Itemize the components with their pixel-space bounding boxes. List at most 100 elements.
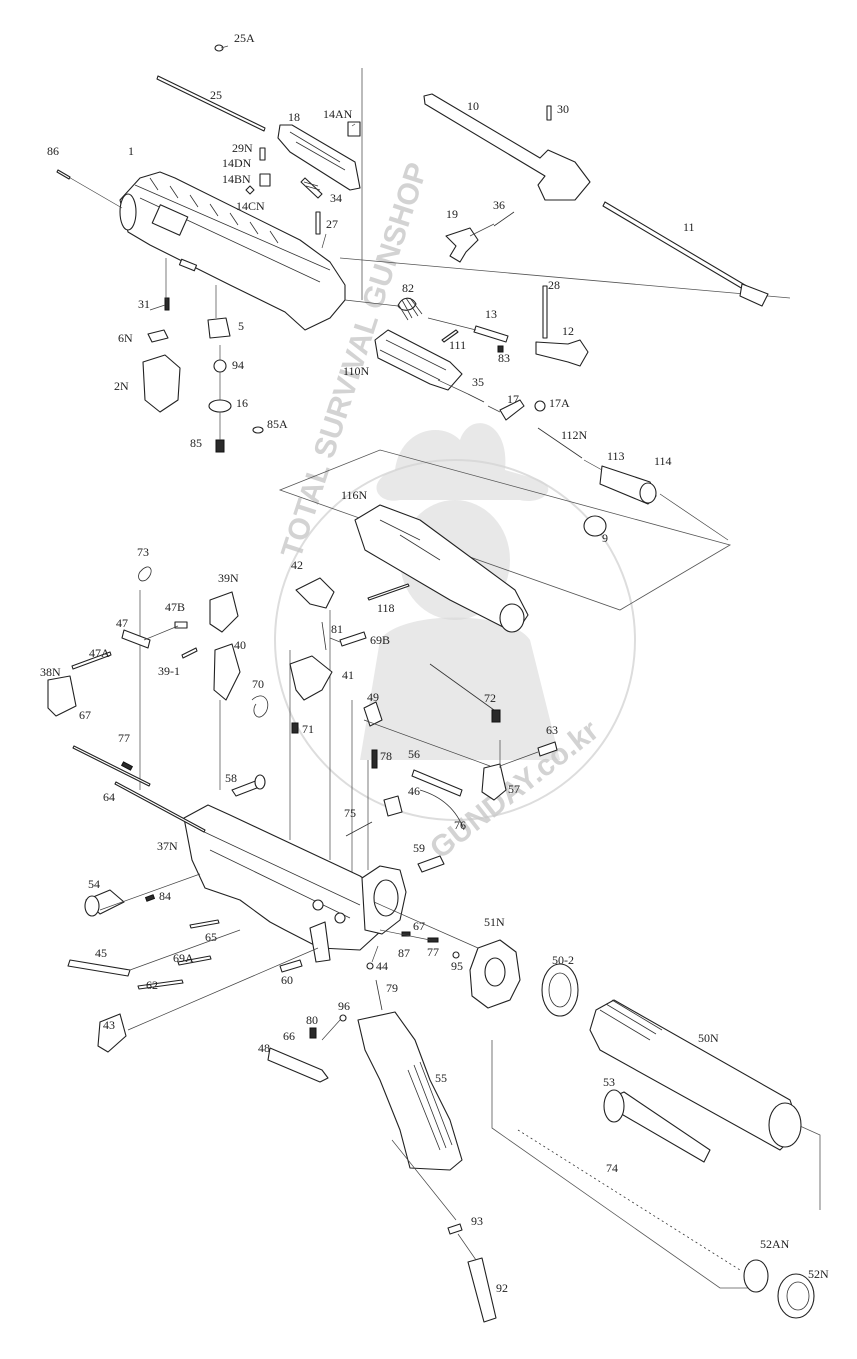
label-part-39-1: 39-1	[158, 664, 180, 678]
pin-69A	[177, 955, 212, 966]
label-part-73: 73	[137, 545, 149, 559]
part-111	[441, 329, 459, 343]
part-labels: 1 2N 5 6N 9 10 11 12 13 14AN 14BN 14CN 1…	[40, 31, 829, 1295]
label-part-29N: 29N	[232, 141, 253, 155]
part-47	[121, 629, 151, 649]
pin-86	[56, 169, 123, 209]
part-38N	[47, 675, 77, 717]
label-part-62: 62	[146, 978, 158, 992]
label-part-67-b: 67	[413, 919, 425, 933]
label-part-47A: 47A	[89, 646, 110, 660]
label-part-92: 92	[496, 1281, 508, 1295]
spring-35	[467, 393, 485, 403]
label-part-39N: 39N	[218, 571, 239, 585]
part-58	[231, 774, 266, 797]
pin-69B	[339, 631, 367, 647]
label-part-58: 58	[225, 771, 237, 785]
part-77b	[427, 937, 439, 943]
label-part-111: 111	[449, 338, 466, 352]
label-part-13: 13	[485, 307, 497, 321]
label-leaders	[99, 45, 729, 1261]
upper-receiver	[119, 171, 346, 331]
label-part-9: 9	[602, 531, 608, 545]
label-part-84: 84	[159, 889, 171, 903]
part-52N	[777, 1273, 815, 1319]
part-57	[481, 763, 507, 801]
label-part-38N: 38N	[40, 665, 61, 679]
label-part-41: 41	[342, 668, 354, 682]
label-part-17A: 17A	[549, 396, 570, 410]
part-6N	[147, 329, 169, 343]
part-43	[97, 1013, 127, 1053]
label-part-43: 43	[103, 1018, 115, 1032]
label-part-65: 65	[205, 930, 217, 944]
part-87	[401, 931, 411, 937]
label-part-94: 94	[232, 358, 244, 372]
label-part-47B: 47B	[165, 600, 185, 614]
label-part-116N: 116N	[341, 488, 368, 502]
label-part-57: 57	[508, 782, 520, 796]
label-part-45: 45	[95, 946, 107, 960]
label-part-110N: 110N	[343, 364, 370, 378]
label-part-70: 70	[252, 677, 264, 691]
label-part-83: 83	[498, 351, 510, 365]
rod-25	[156, 44, 266, 132]
part-31	[164, 297, 170, 311]
pin-47A	[71, 651, 112, 670]
part-42	[295, 577, 335, 609]
label-part-10: 10	[467, 99, 479, 113]
label-part-59: 59	[413, 841, 425, 855]
part-83	[497, 345, 504, 353]
label-part-44: 44	[376, 959, 388, 973]
pin-62	[137, 979, 184, 990]
label-part-53: 53	[603, 1075, 615, 1089]
label-part-118: 118	[377, 601, 395, 615]
label-part-77-a: 77	[118, 731, 130, 745]
part-63	[537, 741, 558, 757]
part-51N	[469, 939, 521, 1009]
spring-73	[138, 566, 152, 582]
part-72-wire	[429, 663, 495, 711]
spring-81	[321, 621, 327, 651]
label-part-50-2: 50-2	[552, 953, 574, 967]
label-part-79: 79	[386, 981, 398, 995]
label-part-55: 55	[435, 1071, 447, 1085]
part-77	[120, 761, 134, 771]
label-part-27: 27	[326, 217, 338, 231]
label-part-35: 35	[472, 375, 484, 389]
part-2N	[142, 354, 181, 413]
buffer-tube-ring	[361, 865, 407, 935]
label-part-86: 86	[47, 144, 59, 158]
label-part-52AN: 52AN	[760, 1237, 790, 1251]
label-part-47: 47	[116, 616, 128, 630]
label-part-16: 16	[236, 396, 248, 410]
spring-112N	[537, 427, 583, 459]
part-44	[366, 962, 374, 970]
lower-receiver-37N	[183, 804, 383, 963]
label-part-75: 75	[344, 806, 356, 820]
spring-78	[371, 749, 378, 769]
label-part-67-a: 67	[79, 708, 91, 722]
screw-85	[215, 439, 225, 453]
label-part-1: 1	[128, 144, 134, 158]
spring-66	[309, 1027, 317, 1039]
label-part-66: 66	[283, 1029, 295, 1043]
part-40	[213, 643, 241, 701]
label-part-78: 78	[380, 749, 392, 763]
label-part-82: 82	[402, 281, 414, 295]
part-46	[383, 795, 403, 817]
pin-65	[189, 919, 220, 929]
part-12	[535, 285, 589, 367]
bolt-carrier-110N	[374, 329, 463, 391]
spring-36	[493, 211, 515, 227]
buffer-tube-50N	[589, 999, 802, 1151]
label-part-113: 113	[607, 449, 625, 463]
label-part-81: 81	[331, 622, 343, 636]
part-16	[208, 399, 232, 413]
label-part-52N: 52N	[808, 1267, 829, 1281]
label-part-69B: 69B	[370, 633, 390, 647]
label-part-49: 49	[367, 690, 379, 704]
label-part-87: 87	[398, 946, 410, 960]
label-part-77-b: 77	[427, 945, 439, 959]
